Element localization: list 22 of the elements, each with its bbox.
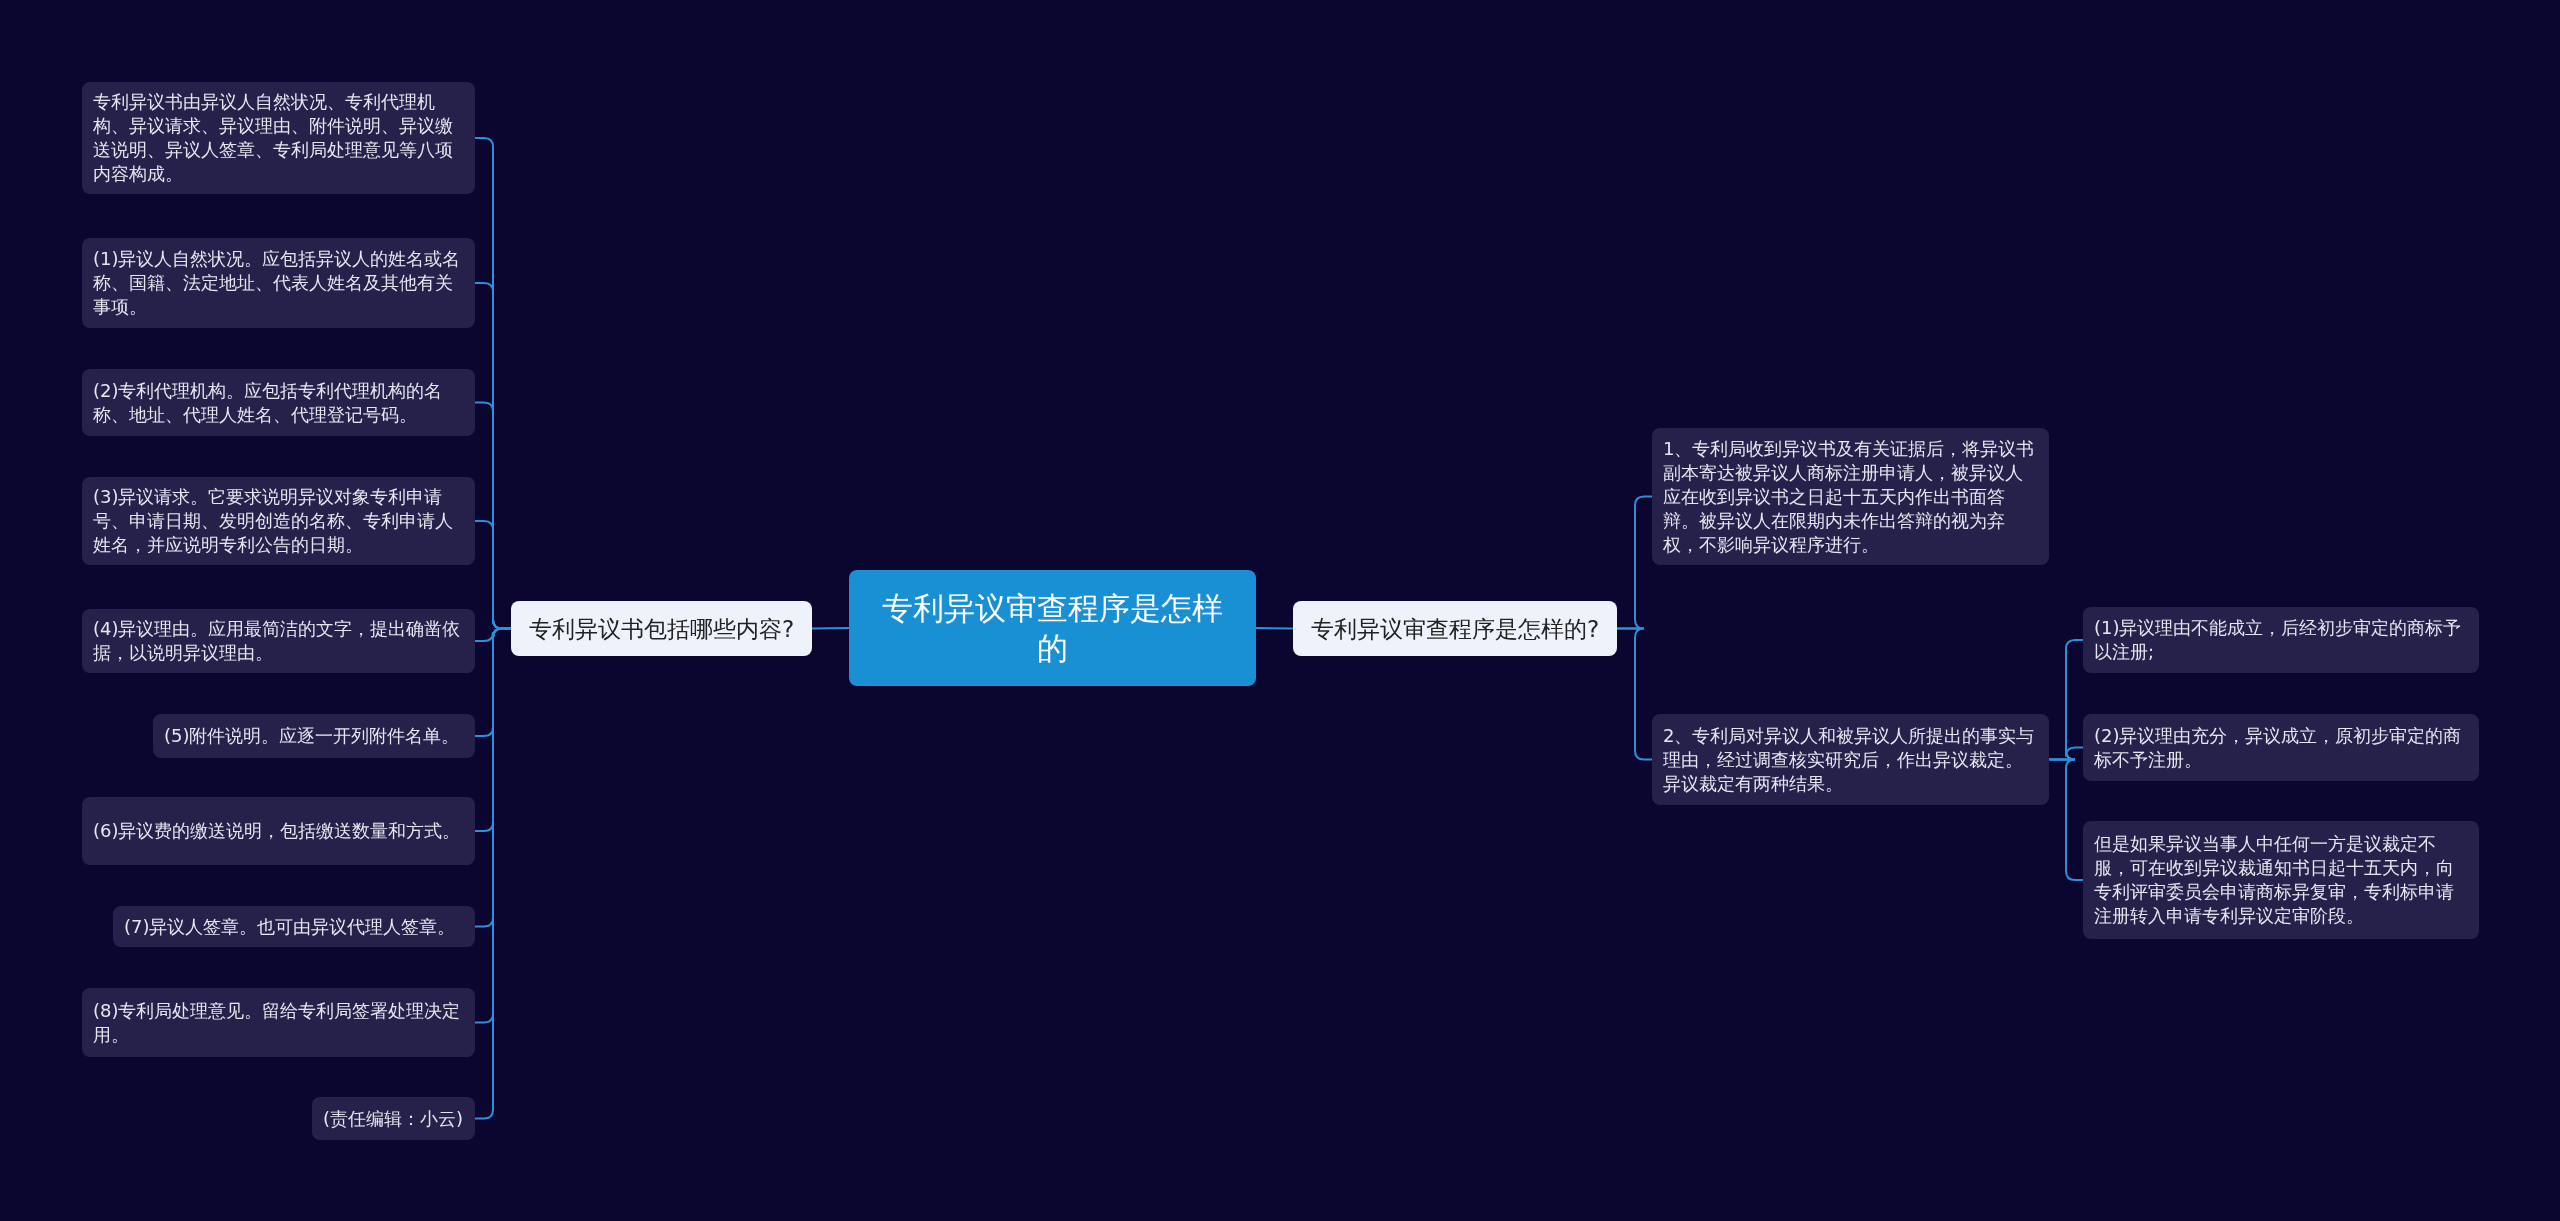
text-card: (4)异议理由。应用最简洁的文字，提出确凿依据，以说明异议理由。: [82, 609, 475, 673]
title-box: 专利异议审查程序是怎样的: [849, 570, 1256, 686]
text-card: 2、专利局对异议人和被异议人所提出的事实与理由，经过调查核实研究后，作出异议裁定。异议裁定有两种结果。: [1652, 714, 2049, 805]
text-card: (2)专利代理机构。应包括专利代理机构的名称、地址、代理人姓名、代理登记号码。: [82, 369, 475, 436]
text-card: (8)专利局处理意见。留给专利局签署处理决定用。: [82, 988, 475, 1057]
text-card: (3)异议请求。它要求说明异议对象专利申请号、申请日期、发明创造的名称、专利申请人姓名，并应说明专利公告的日期。: [82, 477, 475, 565]
text-card: (责任编辑：小云): [312, 1097, 475, 1140]
connector-line: [1616, 627, 1653, 761]
text-card: 但是如果异议当事人中任何一方是议裁定不服，可在收到异议裁通知书日起十五天内，向专利评审委员会申请商标异复审，专利标申请注册转入申请专利异议定审阶段。: [2083, 821, 2479, 939]
text-card: (6)异议费的缴送说明，包括缴送数量和方式。: [82, 797, 475, 865]
text-card: 专利异议书由异议人自然状况、专利代理机构、异议请求、异议理由、附件说明、异议缴送说明、异议人签章、专利局处理意见等八项内容构成。: [82, 82, 475, 194]
connector-line: [2048, 758, 2084, 881]
connector-line: [811, 627, 850, 630]
topic-box: 专利异议书包括哪些内容?: [511, 601, 812, 656]
text-card: (2)异议理由充分，异议成立，原初步审定的商标不予注册。: [2083, 714, 2479, 781]
text-card: 1、专利局收到异议书及有关证据后，将异议书副本寄达被异议人商标注册申请人，被异议人应在收到异议书之日起十五天内作出书面答辩。被异议人在限期内未作出答辩的视为弃权，不影响异议程序进行。: [1652, 428, 2049, 565]
text-card: (1)异议理由不能成立，后经初步审定的商标予以注册;: [2083, 607, 2479, 673]
text-card: (1)异议人自然状况。应包括异议人的姓名或名称、国籍、法定地址、代表人姓名及其他有关事项。: [82, 238, 475, 328]
text-card: (7)异议人签章。也可由异议代理人签章。: [113, 906, 475, 947]
connector-line: [1255, 627, 1294, 630]
text-card: (5)附件说明。应逐一开列附件名单。: [153, 714, 475, 758]
topic-box: 专利异议审查程序是怎样的?: [1293, 601, 1617, 656]
